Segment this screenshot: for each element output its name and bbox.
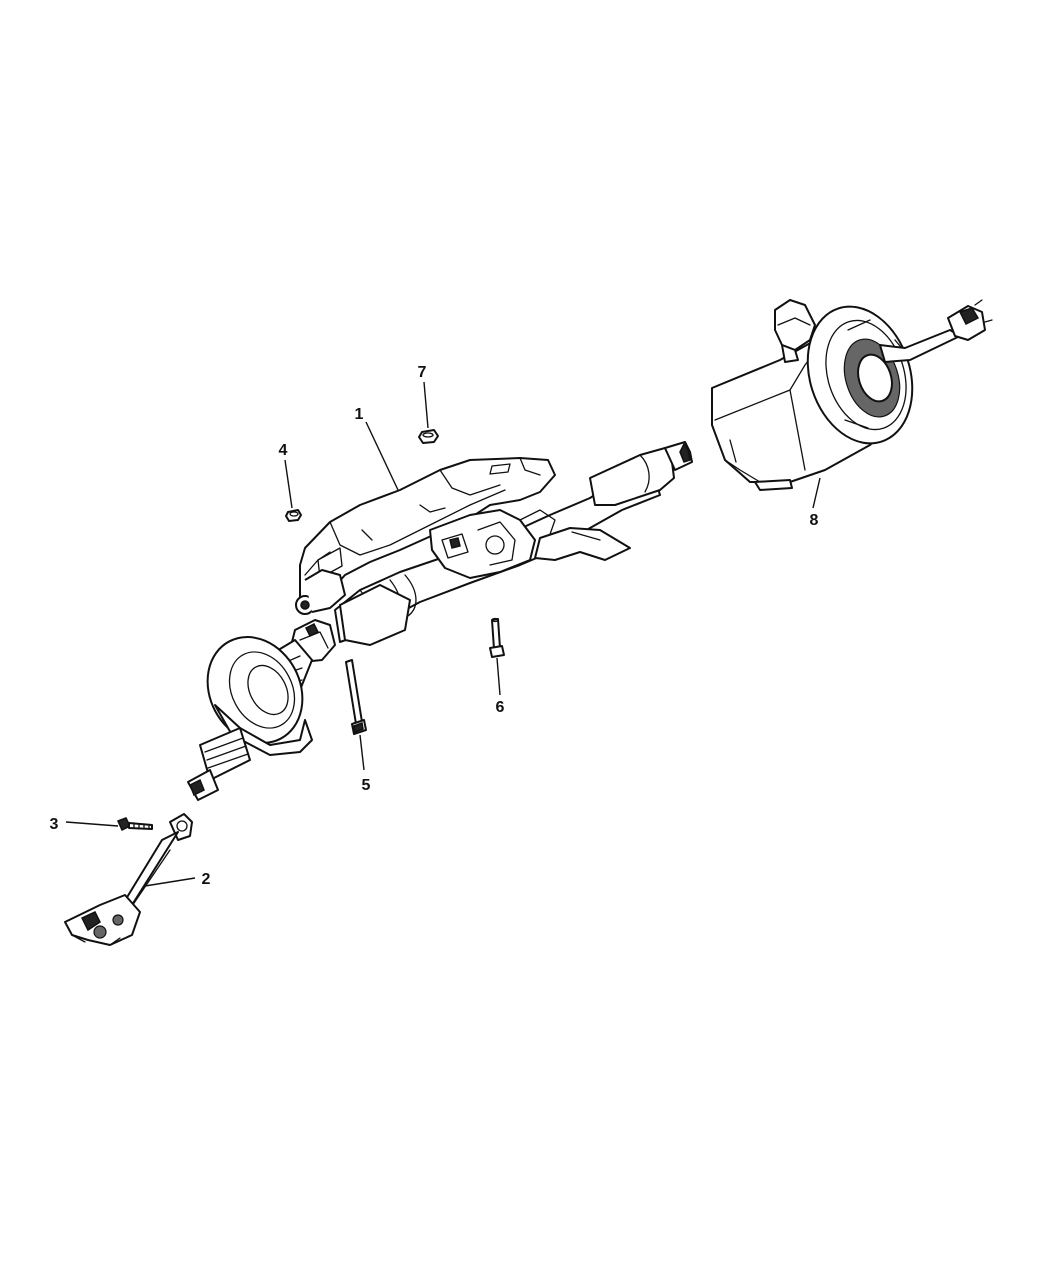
- callout-8: 8: [810, 512, 819, 529]
- leader-7: [423, 381, 429, 429]
- callout-3: 3: [50, 816, 59, 833]
- leader-3: [65, 821, 119, 827]
- leader-2: [144, 877, 196, 887]
- long-bolt-5-icon: [345, 659, 367, 735]
- callout-6: 6: [496, 699, 505, 716]
- callout-5: 5: [362, 777, 371, 794]
- leader-lines: [65, 381, 821, 887]
- steering-column-assembly-icon: [187, 441, 693, 801]
- callout-7: 7: [418, 364, 427, 381]
- leader-4: [284, 459, 293, 509]
- callout-4: 4: [279, 442, 288, 459]
- leader-1: [365, 421, 399, 491]
- callouts: 1 2 3 4 5 6 7 8: [50, 364, 819, 888]
- callout-2: 2: [202, 871, 211, 888]
- clockspring-shroud-icon: [711, 299, 993, 491]
- leader-8: [812, 477, 821, 509]
- nut-7-icon: [418, 429, 439, 444]
- leader-5: [359, 734, 365, 771]
- intermediate-shaft-icon: [64, 813, 193, 946]
- bolt-3-icon: [116, 817, 153, 832]
- bolt-6-icon: [489, 617, 505, 658]
- leader-6: [496, 657, 501, 696]
- nut-4-icon: [285, 509, 302, 522]
- callout-1: 1: [355, 406, 364, 423]
